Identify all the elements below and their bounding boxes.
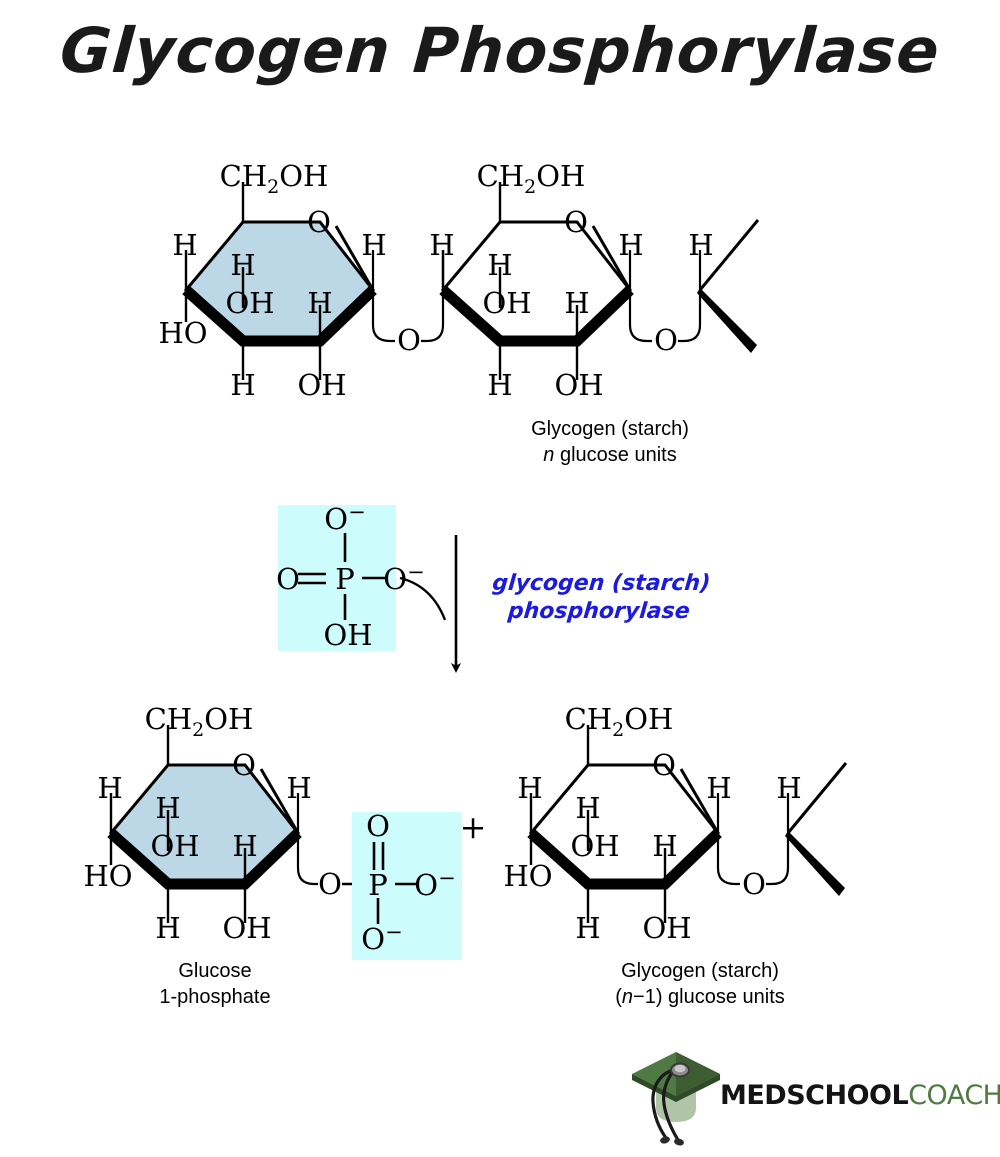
label-h-inner-d: H — [575, 791, 600, 825]
logo-med-text: MEDSCHOOL — [720, 1080, 909, 1111]
label-h-bottom-d: H — [575, 911, 600, 945]
label-ring-oxygen-a: O — [307, 205, 331, 239]
label-h-right-c: H — [286, 771, 311, 805]
caption-product-right-rest: −1) glucose units — [633, 986, 785, 1008]
label-h-terminal-top: H — [688, 228, 713, 262]
phosphate-bonds-product — [372, 842, 419, 924]
label-phosphate-product-right-o: O− — [414, 866, 455, 902]
label-oh-bottom-b: OH — [554, 368, 603, 402]
glycosidic-bond-2 — [628, 219, 760, 353]
label-oh-inner-d: OH — [570, 829, 619, 863]
phosphate-highlight-box — [278, 505, 396, 651]
caption-product-left: Glucose 1-phosphate — [90, 958, 340, 1010]
label-phosphate-left-o: O — [276, 562, 300, 596]
label-c6-ring-a: CH2OH — [220, 159, 329, 198]
plus-sign: + — [460, 808, 487, 846]
label-phosphate-product-bottom-o: O− — [361, 920, 402, 956]
label-ring-oxygen-b: O — [564, 205, 588, 239]
label-oh-bottom-a: OH — [297, 368, 346, 402]
label-oh-inner-a: OH — [225, 286, 274, 320]
caption-reactant-line1: Glycogen (starch) — [531, 418, 689, 440]
label-c6-ring-b: CH2OH — [477, 159, 586, 198]
page-title: Glycogen Phosphorylase — [57, 14, 943, 87]
label-ho-left-d: HO — [503, 859, 552, 893]
label-oh-inner-b: OH — [482, 286, 531, 320]
label-h-inner2-b: H — [564, 286, 589, 320]
label-h-left-a: H — [172, 228, 197, 262]
label-phosphate-top-o: O− — [324, 500, 365, 536]
label-h-left-d: H — [517, 771, 542, 805]
enzyme-label: glycogen (starch) phosphorylase — [453, 570, 748, 626]
label-c6-ring-d: CH2OH — [565, 702, 674, 741]
caption-reactant-n: n — [543, 444, 555, 466]
phosphate-product-box — [352, 812, 462, 960]
label-h-bottom-a: H — [230, 368, 255, 402]
caption-reactant-line2: n glucose units — [450, 442, 770, 468]
medschoolcoach-logo: MEDSCHOOLCOACH — [628, 1046, 1000, 1150]
ring-glucose-1-phosphate — [107, 725, 302, 923]
enzyme-label-line2: phosphorylase — [506, 599, 691, 624]
caption-product-right: Glycogen (starch) (n−1) glucose units — [540, 958, 860, 1010]
logo-wordmark: MEDSCHOOLCOACH — [720, 1080, 1000, 1111]
label-glycosidic-o-2: O — [654, 323, 678, 357]
label-glycosidic-o-bottom: O — [742, 867, 766, 901]
label-h-inner-a: H — [230, 248, 255, 282]
label-phosphate-p: P — [335, 562, 355, 596]
caption-reactant: Glycogen (starch) n glucose units — [450, 416, 770, 468]
label-h-inner2-c: H — [232, 829, 257, 863]
label-h-right-d: H — [706, 771, 731, 805]
ring-glucose-shaded-top — [182, 182, 377, 380]
ring-glucose-plain-top — [439, 182, 634, 380]
label-h-right-a: H — [361, 228, 386, 262]
label-phosphate-product-top-o: O — [366, 809, 390, 843]
label-ho-left-c: HO — [83, 859, 132, 893]
label-glycosidic-o-1: O — [397, 323, 421, 357]
label-oh-inner-c: OH — [150, 829, 199, 863]
label-h-bottom-c: H — [155, 911, 180, 945]
graduation-cap-stethoscope-icon — [632, 1052, 720, 1146]
substrate-feed-curve — [399, 576, 447, 621]
c1-phosphate-linkage — [296, 793, 366, 886]
caption-product-right-n: n — [621, 986, 634, 1008]
label-oh-bottom-c: OH — [222, 911, 271, 945]
caption-product-right-line2: (n−1) glucose units — [540, 984, 860, 1010]
label-h-left-b: H — [429, 228, 454, 262]
label-phosphate-oh: OH — [323, 618, 372, 652]
label-ho-left-a: HO — [158, 316, 207, 350]
caption-product-right-line1: Glycogen (starch) — [621, 960, 779, 982]
logo-coach-text: COACH — [908, 1080, 1000, 1111]
glycosidic-bond-1 — [371, 250, 445, 343]
phosphate-bonds-reactant — [298, 533, 388, 620]
ring-glycogen-shortened — [527, 725, 722, 923]
label-phosphate-product-p: P — [368, 868, 388, 902]
label-h-inner-b: H — [487, 248, 512, 282]
label-linkage-o-product: O — [318, 867, 342, 901]
caption-product-left-line2: 1-phosphate — [159, 986, 271, 1008]
label-h-inner2-d: H — [652, 829, 677, 863]
label-phosphate-right-o: O− — [383, 560, 424, 596]
label-h-terminal-bottom: H — [776, 771, 801, 805]
caption-reactant-units: glucose units — [554, 444, 677, 466]
caption-product-left-line1: Glucose — [178, 960, 252, 982]
label-c6-ring-c: CH2OH — [145, 702, 254, 741]
label-oh-bottom-d: OH — [642, 911, 691, 945]
label-h-inner2-a: H — [307, 286, 332, 320]
glycosidic-bond-bottom — [716, 762, 848, 896]
label-h-left-c: H — [97, 771, 122, 805]
enzyme-label-line1: glycogen (starch) — [491, 571, 712, 596]
label-h-right-b: H — [618, 228, 643, 262]
caption-product-right-paren: ( — [615, 986, 622, 1008]
label-ring-oxygen-d: O — [652, 748, 676, 782]
label-ring-oxygen-c: O — [232, 748, 256, 782]
label-h-inner-c: H — [155, 791, 180, 825]
label-h-bottom-b: H — [487, 368, 512, 402]
